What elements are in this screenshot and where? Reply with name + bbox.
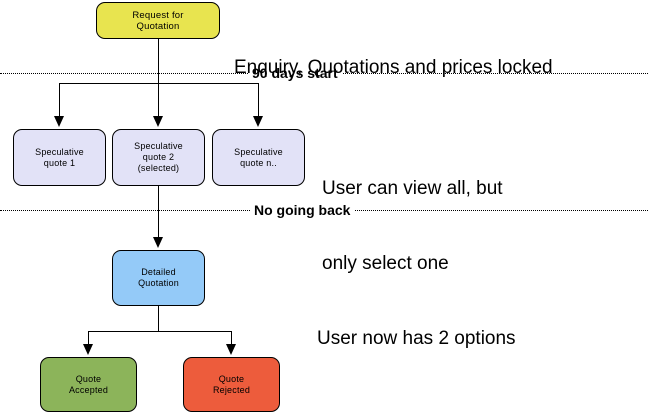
node-quote-accepted[interactable]: Quote Accepted: [40, 357, 137, 412]
annotation-user-now-has-2-options: User now has 2 options: [317, 276, 516, 401]
annotation-line: Enquiry, Quotations and prices locked: [234, 57, 553, 78]
node-label-line: (selected): [137, 163, 180, 173]
node-label-line: Accepted: [68, 384, 109, 395]
phase-separator-label-no-going-back: No going back: [250, 202, 355, 218]
node-label-line: Quote: [218, 373, 245, 384]
connector-fanout-middle: [158, 83, 159, 116]
node-label-line: Rejected: [212, 384, 251, 395]
connector-detailed-fanout-right: [231, 331, 232, 344]
connector-spec2-to-detailed: [158, 186, 159, 237]
connector-detailed-fanout-left: [88, 331, 89, 344]
connector-fanout-left: [59, 83, 60, 116]
node-label-line: Speculative: [234, 146, 283, 157]
arrowhead-to-speculative-quote-1: [54, 116, 64, 127]
phase-separator-label-90-days-start: 90 days start: [248, 65, 342, 81]
arrowhead-to-speculative-quote-2: [153, 116, 163, 127]
annotation-enquiry-prices-locked: Enquiry, Quotations and prices locked: [234, 5, 553, 130]
node-label-line: Quotation: [136, 20, 180, 32]
node-label-line: Speculative: [134, 141, 183, 151]
arrowhead-to-quote-accepted: [83, 344, 93, 355]
connector-rfq-stem: [158, 39, 159, 84]
node-request-for-quotation[interactable]: Request for Quotation: [96, 2, 220, 39]
node-speculative-quote-n[interactable]: Speculative quote n..: [212, 129, 305, 186]
connector-detailed-fanout-bar: [88, 331, 232, 332]
annotation-line: User now has 2 options: [317, 328, 516, 349]
connector-fanout-right: [258, 83, 259, 116]
node-speculative-quote-1[interactable]: Speculative quote 1: [13, 129, 106, 186]
node-detailed-quotation[interactable]: Detailed Quotation: [112, 250, 205, 306]
node-quote-rejected[interactable]: Quote Rejected: [183, 357, 280, 412]
node-label-line: quote n..: [240, 157, 277, 168]
arrowhead-to-quote-rejected: [226, 344, 236, 355]
connector-detailed-stem: [158, 306, 159, 332]
node-label-line: quote 1: [43, 157, 76, 168]
arrowhead-to-speculative-quote-n: [253, 116, 263, 127]
annotation-line: only select one: [322, 253, 449, 274]
node-label-line: Speculative: [35, 146, 84, 157]
node-label-line: Detailed: [141, 267, 176, 277]
arrowhead-to-detailed-quotation: [153, 237, 163, 248]
node-speculative-quote-2[interactable]: Speculative quote 2 (selected): [112, 129, 205, 186]
node-label-line: Request for: [132, 9, 184, 21]
connector-fanout-bar: [59, 83, 259, 84]
node-label-line: Quote: [75, 373, 102, 384]
annotation-user-can-view-all: User can view all, but only select one: [322, 126, 503, 326]
node-label-line: quote 2: [142, 152, 175, 162]
annotation-line: User can view all, but: [322, 178, 503, 199]
node-label-line: Quotation: [138, 278, 179, 288]
